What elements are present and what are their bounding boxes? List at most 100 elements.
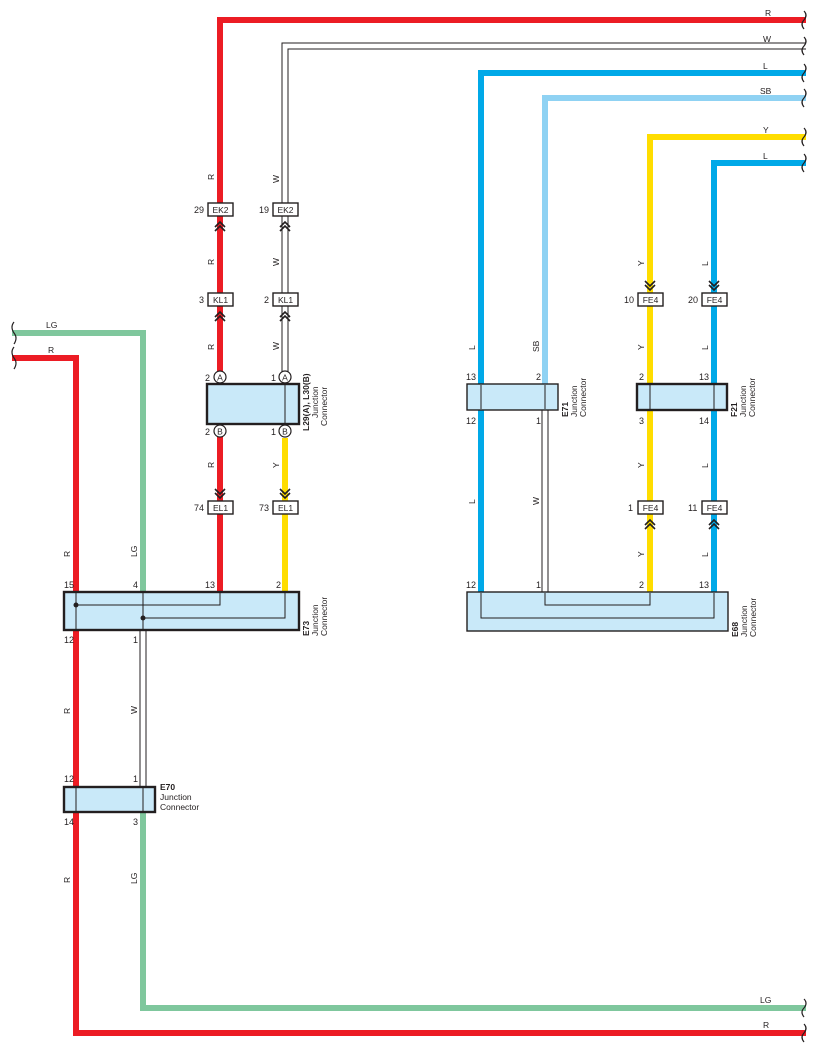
wire-label: W [531, 497, 541, 505]
pin-number: 2 [536, 372, 541, 382]
pin-number: 2 [205, 373, 210, 383]
wire-label: Y [636, 551, 646, 557]
junction-name: E70 [160, 782, 175, 792]
wire-label: R [763, 1020, 769, 1030]
pin-number: 13 [699, 580, 709, 590]
connector-code: EL1 [278, 503, 293, 513]
wire-label: L [700, 552, 710, 557]
pin-number: 13 [699, 372, 709, 382]
connector-code: KL1 [278, 295, 293, 305]
wire-label: W [271, 258, 281, 266]
connector-fe4-a[interactable]: 10 FE4 [624, 280, 664, 307]
pin-number: 2 [264, 295, 269, 305]
chevron-up-icon [708, 518, 720, 526]
wire-label: L [467, 499, 477, 504]
break-mark [801, 63, 807, 83]
junction-name: E68 [730, 622, 740, 637]
wire-label: R [765, 8, 771, 18]
pin-number: 13 [466, 372, 476, 382]
bus-line [143, 593, 286, 619]
junction-body [62, 590, 301, 632]
connector-code: FE4 [643, 503, 659, 513]
wire-l-top-1 [478, 70, 806, 592]
junction-desc: Connector [748, 598, 758, 637]
break-mark [801, 36, 807, 56]
wire-label: Y [271, 462, 281, 468]
wire-label: R [206, 344, 216, 350]
connector-kl1-left[interactable]: 3 KL1 [199, 292, 234, 322]
badge-letter: B [217, 427, 223, 437]
pin-number: 12 [466, 416, 476, 426]
pin-number: 19 [259, 205, 269, 215]
junction-f21[interactable]: 2 13 3 14 F21 Junction Connector [635, 372, 757, 426]
junction-body [635, 382, 729, 412]
pin-number: 1 [628, 503, 633, 513]
connector-kl1-right[interactable]: 2 KL1 [264, 292, 299, 322]
pin-number: 73 [259, 503, 269, 513]
pin-number: 2 [205, 427, 210, 437]
wire-label: SB [760, 86, 772, 96]
connector-fe4-b[interactable]: 20 FE4 [688, 280, 728, 307]
junction-name: E71 [560, 402, 570, 417]
break-mark [801, 998, 807, 1018]
chevron-up-icon [214, 314, 226, 322]
wire-y-top [647, 134, 806, 592]
wire-label: W [129, 706, 139, 714]
pin-number: 1 [536, 416, 541, 426]
chevron-down-icon [708, 280, 720, 288]
junction-e68[interactable]: 12 1 2 13 E68 Junction Connector [466, 580, 758, 637]
pin-number: 2 [276, 580, 281, 590]
pin-number: 11 [688, 503, 697, 513]
chevron-down-icon [644, 284, 656, 292]
connector-box [207, 202, 234, 217]
break-mark [801, 127, 807, 147]
wire-label: R [206, 259, 216, 265]
connector-fe4-d[interactable]: 11 FE4 [688, 500, 728, 530]
wires [12, 17, 806, 1036]
wire-sb-top [542, 95, 806, 384]
junction-l29-l30[interactable]: A A B B 2 1 2 1 L29(A), L30(B) Junction … [205, 370, 329, 438]
pin-number: 29 [194, 205, 204, 215]
connector-ek2-left[interactable]: 29 EK2 [194, 202, 234, 232]
wire-break-marks [11, 10, 807, 1043]
connector-ek2-right[interactable]: 19 EK2 [259, 202, 299, 232]
wire-r-left [12, 355, 806, 1036]
wire-label: R [62, 708, 72, 714]
connector-code: EL1 [213, 503, 228, 513]
wire-label: R [62, 551, 72, 557]
wire-label: W [271, 342, 281, 350]
junction-desc: Connector [578, 378, 588, 417]
pin-number: 13 [205, 580, 215, 590]
badge-letter: B [282, 427, 288, 437]
break-mark [801, 153, 807, 173]
connector-el1-left[interactable]: 74 EL1 [194, 488, 234, 515]
connector-el1-right[interactable]: 73 EL1 [259, 488, 299, 515]
connector-box [272, 292, 299, 307]
wire-label: LG [760, 995, 771, 1005]
connector-box [207, 292, 234, 307]
bus-line [480, 593, 715, 619]
pin-number: 1 [133, 774, 138, 784]
junction-e71[interactable]: 13 2 12 1 E71 Junction Connector [466, 372, 588, 426]
junction-desc: Junction [569, 385, 579, 417]
chevron-up-icon [644, 518, 656, 526]
junction-name: L29(A), L30(B) [301, 373, 311, 431]
break-mark [801, 88, 807, 108]
pin-number: 14 [699, 416, 709, 426]
junction-e73[interactable]: 15 4 13 2 12 1 E73 Junction Connector [62, 580, 329, 645]
bus-line [76, 593, 221, 606]
junction-e70[interactable]: 12 1 14 3 E70 Junction Connector [62, 774, 199, 827]
connector-box [701, 500, 728, 515]
pin-number: 12 [64, 774, 74, 784]
wire-label: Y [636, 260, 646, 266]
connector-box [637, 500, 664, 515]
junction-name: F21 [729, 402, 739, 417]
pin-number: 20 [688, 295, 698, 305]
wire-label: LG [46, 320, 57, 330]
pin-number: 1 [133, 635, 138, 645]
wire-label: SB [531, 340, 541, 352]
connector-box [701, 292, 728, 307]
wire-label: W [763, 34, 771, 44]
connector-fe4-c[interactable]: 1 FE4 [628, 500, 664, 530]
junction-desc: Connector [319, 387, 329, 426]
